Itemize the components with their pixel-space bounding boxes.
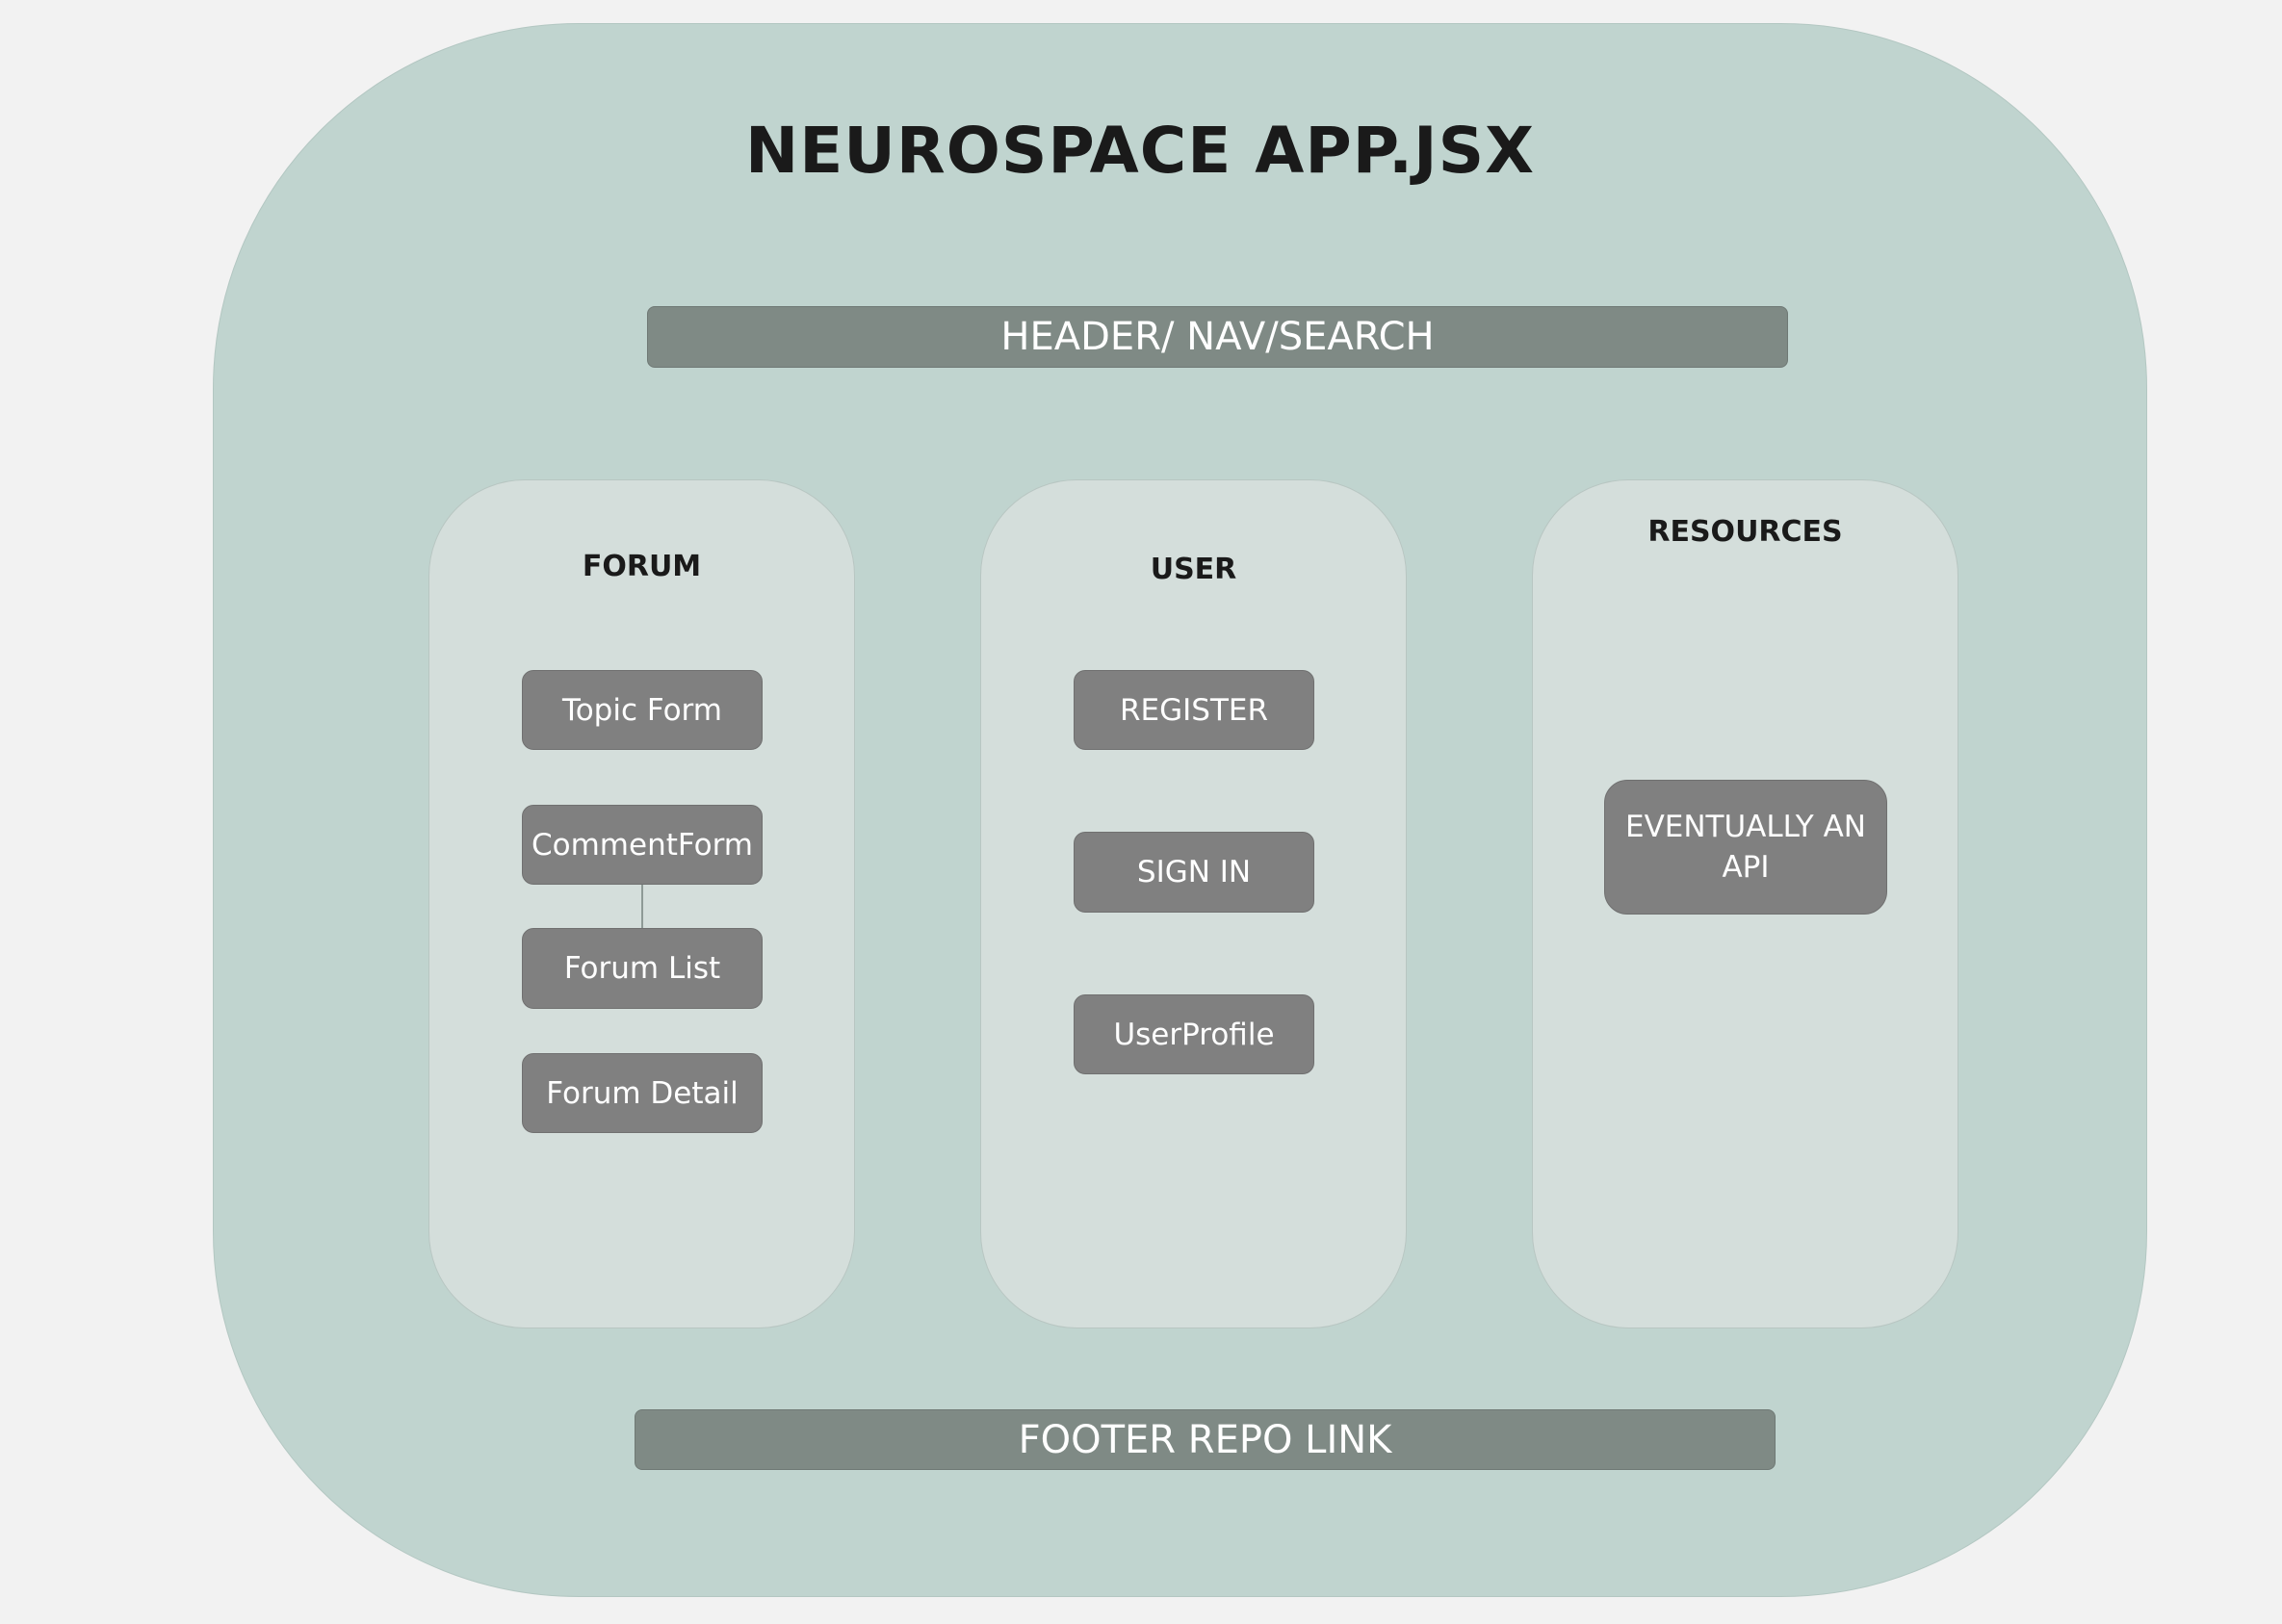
eventually-an-api-box: EVENTUALLY AN API	[1604, 780, 1887, 915]
forum-list-box: Forum List	[522, 928, 763, 1009]
comment-form-box: CommentForm	[522, 805, 763, 885]
forum-detail-box: Forum Detail	[522, 1053, 763, 1133]
user-panel-title: USER	[1150, 553, 1237, 586]
header-nav-search-bar: HEADER/ NAV/SEARCH	[647, 306, 1788, 368]
sign-in-box: SIGN IN	[1074, 832, 1314, 913]
user-panel: USER REGISTER SIGN IN UserProfile	[980, 479, 1407, 1328]
resources-panel: RESOURCES EVENTUALLY AN API	[1532, 479, 1958, 1328]
footer-repo-link-bar: FOOTER REPO LINK	[635, 1409, 1776, 1470]
app-title-text: NEUROSPACE APP.JSX	[744, 114, 1536, 188]
resources-panel-title: RESOURCES	[1647, 515, 1843, 549]
forum-panel-title: FORUM	[582, 550, 702, 583]
app-title: NEUROSPACE APP.JSX	[0, 114, 2282, 188]
register-box: REGISTER	[1074, 670, 1314, 750]
user-profile-box: UserProfile	[1074, 994, 1314, 1074]
forum-panel: FORUM Topic Form CommentForm Forum List …	[428, 479, 855, 1328]
comment-to-list-connector	[641, 885, 643, 928]
topic-form-box: Topic Form	[522, 670, 763, 750]
